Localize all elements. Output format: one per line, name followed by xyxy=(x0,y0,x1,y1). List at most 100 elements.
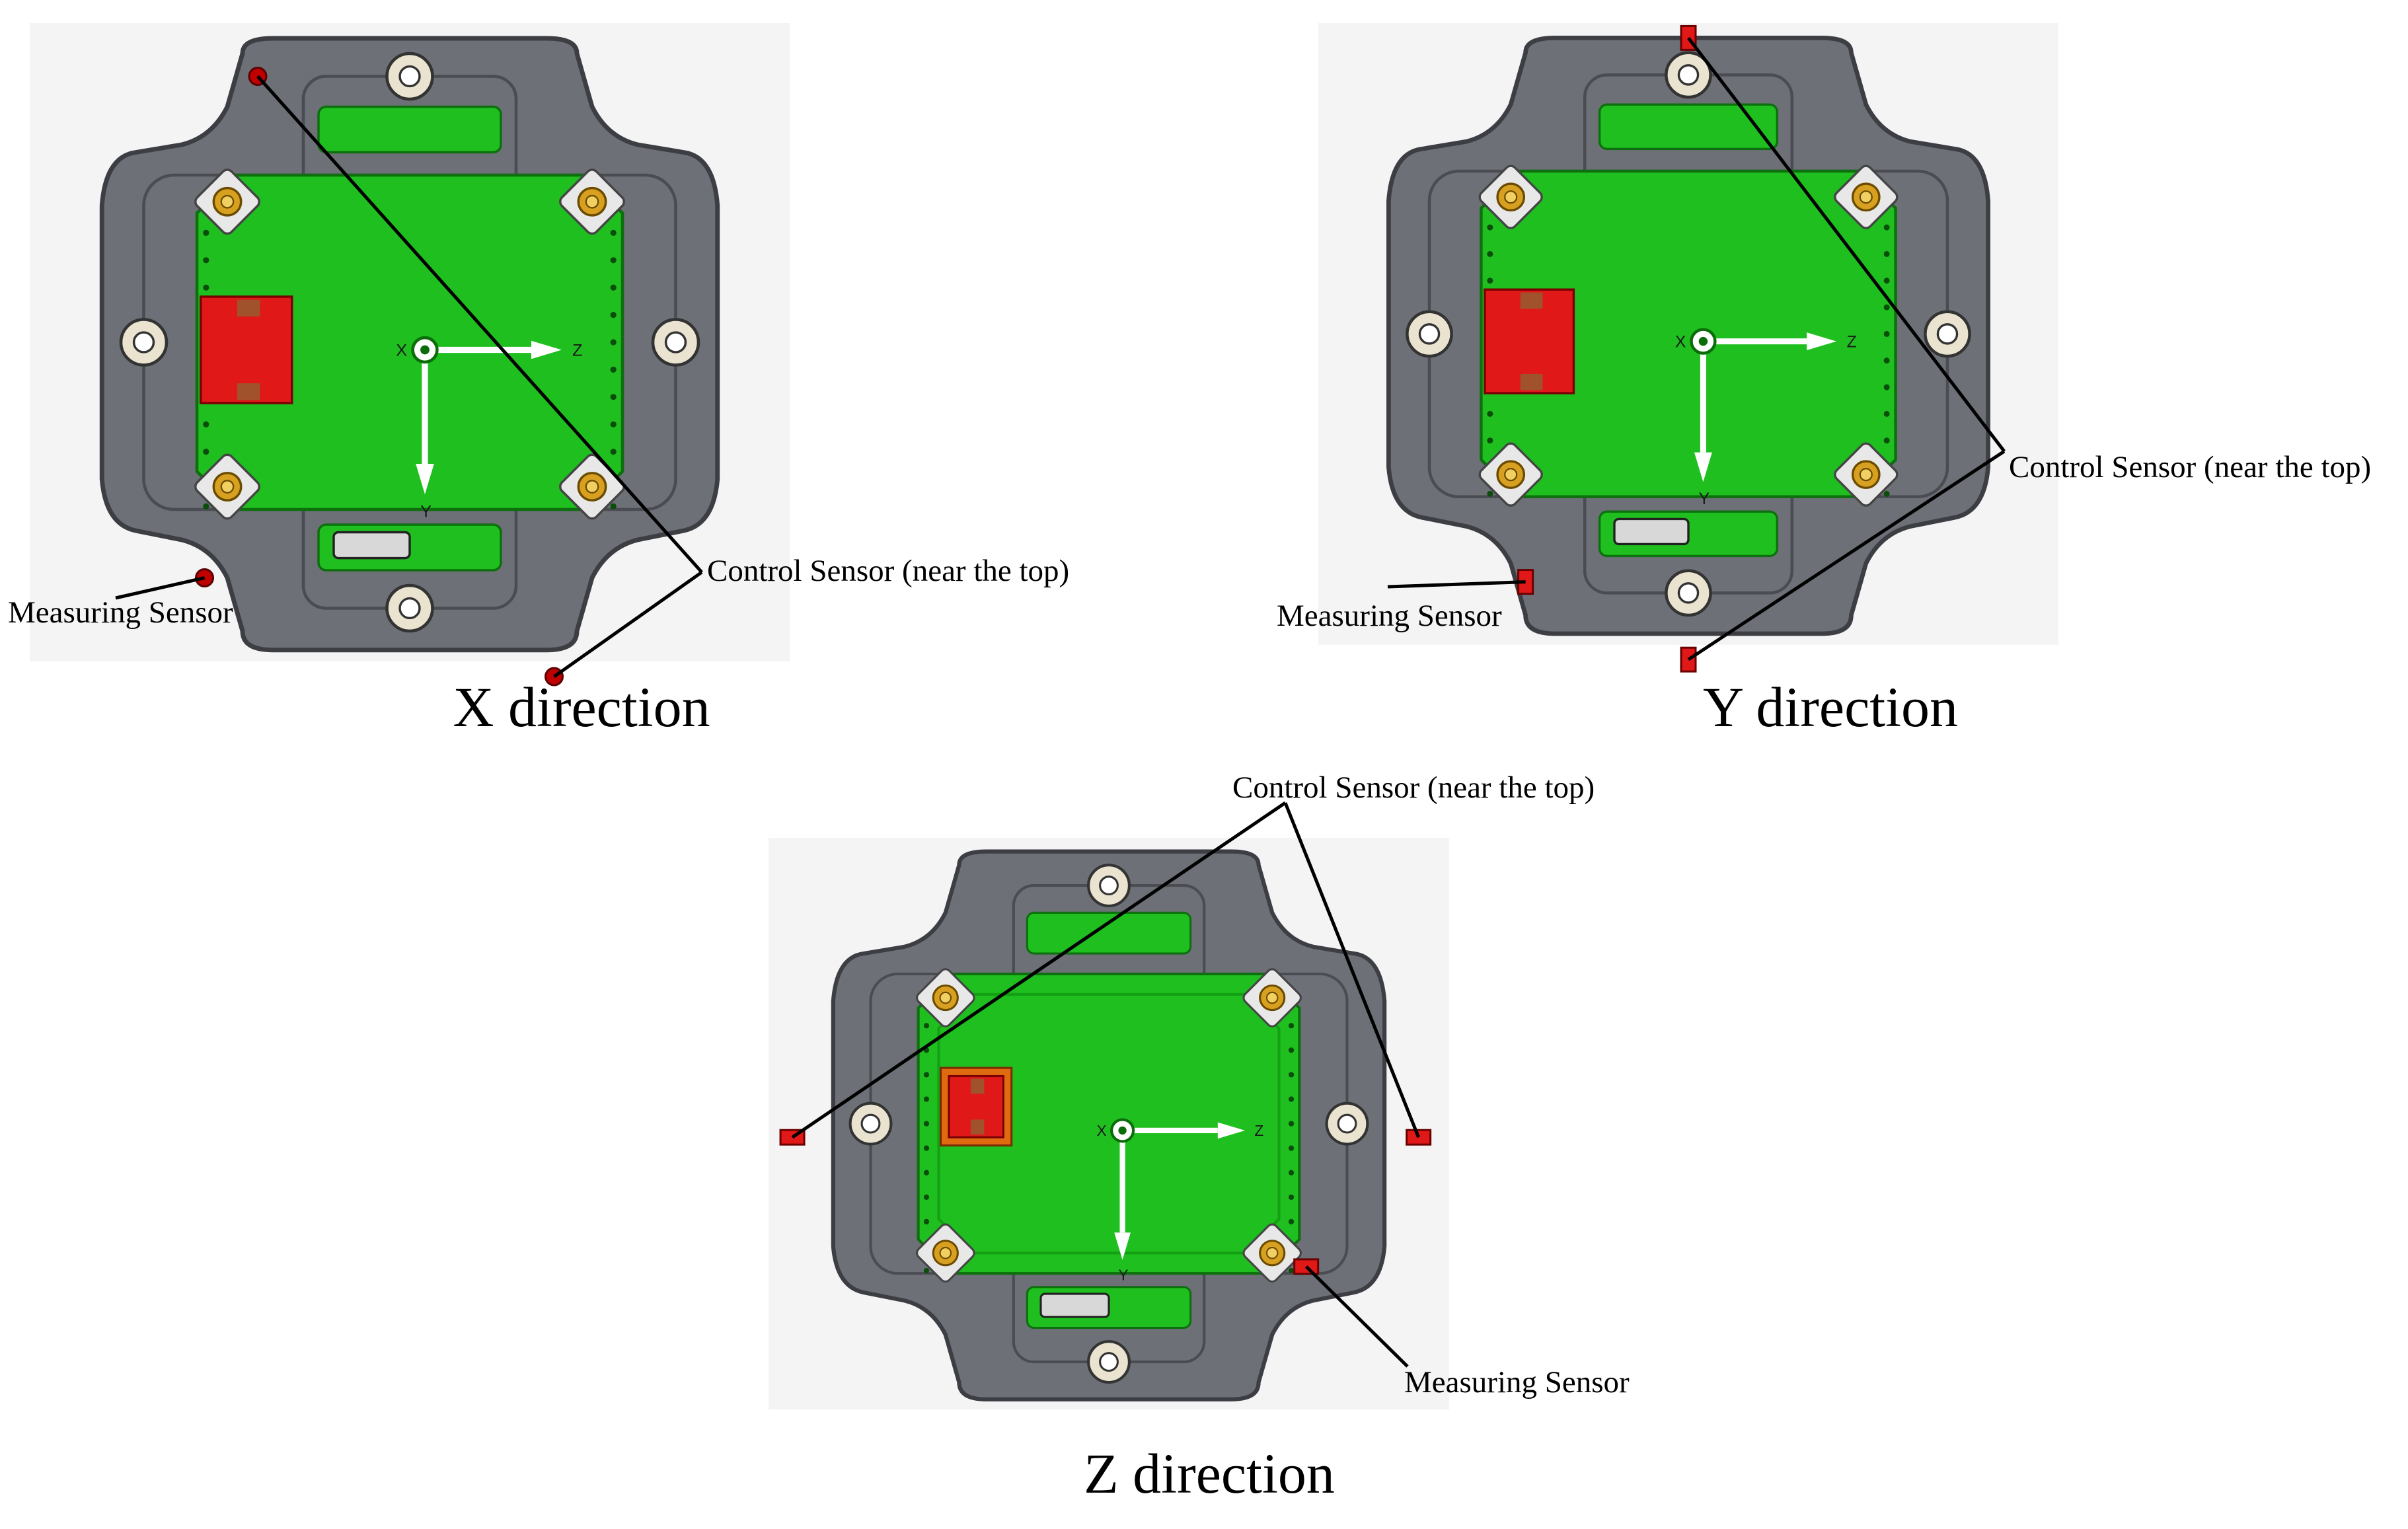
axis-arrowhead-right xyxy=(531,340,562,359)
leader-control-bottom-y xyxy=(1687,449,2006,661)
rivet xyxy=(923,1145,930,1151)
caption-y-direction: Y direction xyxy=(1702,675,1959,739)
rivet xyxy=(1883,250,1890,257)
rivet xyxy=(610,312,617,318)
corner-screw-center xyxy=(1265,991,1279,1004)
left-lug-hole xyxy=(1418,323,1441,345)
rivet xyxy=(1883,278,1890,284)
leader-measuring-x xyxy=(115,576,206,600)
control-sensor-label-y: Control Sensor (near the top) xyxy=(2009,450,2372,484)
leader-control-top-y xyxy=(1687,36,2006,453)
axis-arrowhead-down xyxy=(1694,452,1712,482)
rivet xyxy=(923,1170,930,1175)
axis-letter-right: Z xyxy=(572,342,582,360)
rivet xyxy=(1487,278,1493,284)
axis-letter-right: Z xyxy=(1254,1122,1263,1139)
corner-screw-center xyxy=(1504,468,1518,482)
fixture-y: Z Y X xyxy=(1318,23,2058,645)
top-lug-hole xyxy=(1677,64,1700,86)
control-sensor-label-x: Control Sensor (near the top) xyxy=(707,554,1070,588)
rivet xyxy=(610,449,617,455)
component-terminal xyxy=(237,299,260,317)
axis-letter-down: Y xyxy=(1699,490,1710,508)
rivet xyxy=(610,503,617,509)
corner-screw-center xyxy=(1859,468,1873,482)
rivet xyxy=(203,503,209,509)
rivet xyxy=(203,229,209,236)
rivet xyxy=(610,257,617,264)
axis-arrowhead-right xyxy=(1807,332,1836,351)
axis-letter-corner: X xyxy=(1096,1122,1106,1139)
axis-letter-down: Y xyxy=(420,503,432,521)
connector xyxy=(1039,1292,1110,1318)
rivet xyxy=(1487,410,1493,417)
control-sensor-label-z: Control Sensor (near the top) xyxy=(1232,770,1595,805)
rivet xyxy=(610,284,617,291)
leader-control-bottom-x xyxy=(553,570,703,679)
rivet xyxy=(1883,224,1890,231)
rivet xyxy=(923,1096,930,1102)
rivet xyxy=(1883,330,1890,337)
rivet xyxy=(1288,1072,1295,1078)
axis-origin-center xyxy=(1118,1126,1127,1135)
leader-control-right-z xyxy=(1283,802,1420,1138)
measuring-sensor-label-y: Measuring Sensor xyxy=(1277,599,1502,633)
rivet xyxy=(203,284,209,291)
rivet xyxy=(610,339,617,346)
rivet xyxy=(1487,490,1493,497)
axis-letter-corner: X xyxy=(1675,334,1686,352)
rivet xyxy=(1288,1170,1295,1175)
component-terminal xyxy=(237,383,260,400)
rivet xyxy=(1883,357,1890,364)
leader-control-top-x xyxy=(256,75,703,574)
rivet xyxy=(610,366,617,373)
rivet xyxy=(203,449,209,455)
caption-z-direction: Z direction xyxy=(1084,1442,1335,1505)
rivet xyxy=(923,1194,930,1200)
corner-screw-center xyxy=(585,480,599,494)
corner-screw-center xyxy=(585,194,599,209)
component-terminal xyxy=(970,1078,985,1094)
corner-screw-center xyxy=(939,991,952,1004)
rivet xyxy=(1288,1267,1295,1274)
connector xyxy=(1613,517,1690,546)
rivet xyxy=(923,1023,930,1029)
axis-letter-down: Y xyxy=(1118,1267,1128,1284)
top-tab xyxy=(317,105,502,154)
top-lug-hole xyxy=(398,65,421,88)
axis-arrowhead-down xyxy=(1114,1232,1131,1260)
leader-control-left-z xyxy=(791,801,1287,1139)
component-terminal xyxy=(1520,292,1543,309)
top-lug-hole xyxy=(1099,876,1119,896)
left-lug-hole xyxy=(860,1113,881,1134)
leader-measuring-y xyxy=(1387,580,1526,589)
axis-origin-center xyxy=(1698,336,1708,346)
fixture-x: ZYX xyxy=(30,23,790,661)
rivet xyxy=(923,1072,930,1078)
axis-letter-right: Z xyxy=(1847,334,1857,352)
rivet xyxy=(1487,250,1493,257)
right-lug-hole xyxy=(1936,323,1959,345)
rivet xyxy=(923,1218,930,1225)
left-lug-hole xyxy=(132,331,155,354)
rivet xyxy=(1288,1023,1295,1029)
right-lug-hole xyxy=(664,331,687,354)
top-tab xyxy=(1598,103,1779,151)
rivet xyxy=(1288,1194,1295,1200)
rivet xyxy=(1883,304,1890,311)
bottom-lug-hole xyxy=(1677,582,1700,604)
rivet xyxy=(1883,410,1890,417)
rivet xyxy=(203,257,209,264)
corner-screw-center xyxy=(939,1247,952,1259)
corner-screw-center xyxy=(220,194,235,209)
bottom-lug-hole xyxy=(1099,1352,1119,1372)
measuring-sensor-label-z: Measuring Sensor xyxy=(1404,1365,1630,1399)
rivet xyxy=(1487,437,1493,444)
rivet xyxy=(1487,224,1493,231)
axis-arrowhead-right xyxy=(1217,1122,1245,1139)
corner-screw-center xyxy=(220,480,235,494)
corner-screw-center xyxy=(1859,190,1873,204)
rivet xyxy=(1288,1145,1295,1151)
rivet xyxy=(923,1121,930,1127)
